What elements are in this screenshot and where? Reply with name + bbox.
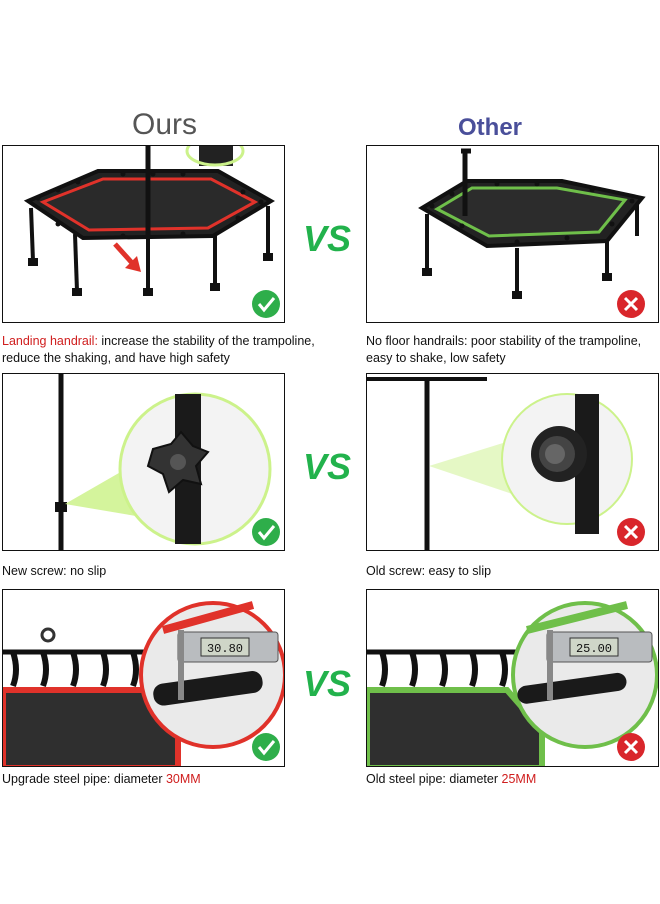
ours-pipe-panel: 30.80 [2,589,285,767]
ours-screw-panel [2,373,285,551]
vs-label: VS [303,446,352,487]
other-caption-2: Old screw: easy to slip [366,563,491,580]
ours-caption-2: New screw: no slip [2,563,106,580]
caption-text: Old steel pipe: diameter [366,772,502,786]
other-screw-illustration [367,377,633,550]
caption-text: Upgrade steel pipe: diameter [2,772,166,786]
check-icon [251,289,281,319]
caption-text: New screw: no slip [2,564,107,578]
other-caption-1: No floor handrails: poor stability of th… [366,333,660,367]
other-trampoline-illustration [418,148,646,299]
caption-highlight: 30MM [165,772,201,786]
vs-label: VS [303,663,352,704]
caption-text: Old screw: easy to slip [366,564,492,578]
other-pipe-illustration: 25.00 [367,590,658,766]
check-icon [251,517,281,547]
ours-caption-1: Landing handrail: increase the stability… [2,333,332,367]
ours-trampoline-illustration [23,146,275,296]
other-pipe-panel: 25.00 [366,589,659,767]
ours-pipe-illustration: 30.80 [3,590,284,766]
red-arrow-icon [113,242,141,272]
cross-icon [616,517,646,547]
ours-heading: Ours [132,108,198,141]
caption-highlight: 25MM [501,772,537,786]
check-icon [251,732,281,762]
other-screw-panel [366,373,659,551]
cross-icon [616,732,646,762]
cross-icon [616,289,646,319]
caliper-reading-ours: 30.80 [207,642,243,656]
caliper-reading-other: 25.00 [576,642,612,656]
other-trampoline-panel [366,145,659,323]
ours-trampoline-panel [2,145,285,323]
other-caption-3: Old steel pipe: diameter 25MM [366,771,536,788]
caption-text: increase the stability of the trampoline… [2,334,315,365]
caption-text: No floor handrails: poor stability of th… [366,334,642,365]
caption-highlight: Landing handrail: [2,334,98,348]
other-heading: Other [458,114,523,141]
vs-label: VS [303,218,352,259]
ours-screw-illustration [55,374,272,550]
ours-caption-3: Upgrade steel pipe: diameter 30MM [2,771,201,788]
